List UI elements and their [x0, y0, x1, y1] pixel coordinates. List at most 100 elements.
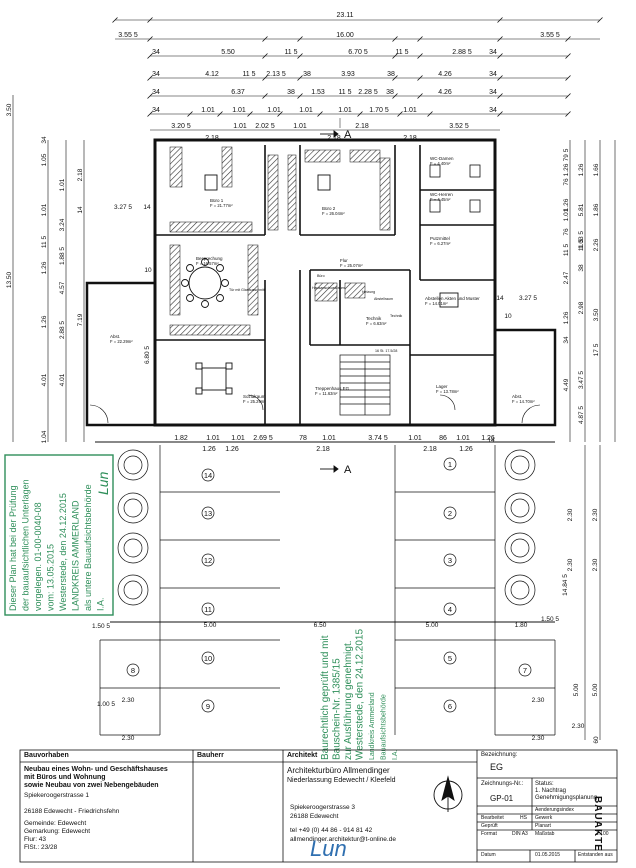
architect-branch: Niederlassung Edewecht / Kleefeld — [287, 777, 396, 784]
flurstueck: FlSt.: 23/28 — [24, 844, 58, 851]
title-block-frame — [19, 749, 618, 863]
stair-label: 16 St. 17.5/28 — [375, 349, 397, 353]
dim-left: 4.01 — [41, 373, 48, 386]
dim-row5: 1.01 — [338, 107, 352, 114]
dim-bottom1: 1.01 — [206, 435, 220, 442]
project-city: 26188 Edewecht - Friedrichsfehn — [24, 808, 120, 815]
dim-left: 2.88 5 — [59, 321, 66, 339]
room-name: Büro 1 — [210, 198, 224, 203]
dim-bottom2: 1.26 — [225, 446, 239, 453]
dim-row6: 2.18 — [355, 123, 369, 130]
parking-number: 4 — [448, 605, 452, 614]
dim-left: 1.88 5 — [59, 247, 66, 265]
datum-label: Datum — [481, 852, 496, 858]
dim-bottom1: 1.01 — [408, 435, 422, 442]
dim-row4: 1.53 — [311, 89, 325, 96]
dim-left: 1.01 — [59, 178, 66, 191]
room-name: Technik — [366, 316, 382, 321]
room-name: WC-Herren — [430, 192, 453, 197]
dim-right: 3.47 5 — [578, 371, 585, 389]
stamp-center-line: Westerstede, den 24.12.2015 — [355, 629, 366, 760]
dim-row4: 38 — [287, 89, 295, 96]
dim-right: 1.26 — [563, 198, 570, 211]
building-walls — [85, 118, 557, 473]
stamp-center-line: Bauschein-Nr. 1385/15 — [332, 658, 343, 760]
stamp-left-line: vorgelegen. 01-00-0040-08 — [33, 502, 43, 611]
project-line-2: mit Büros und Wohnung — [24, 774, 106, 781]
stamp-left-line: LANDKREIS AMMERLAND — [71, 500, 81, 611]
row-gewerk-value: - — [600, 815, 602, 821]
dim-left: 2.18 — [77, 168, 84, 181]
dim-misc: 14 — [487, 437, 495, 444]
stamp-left-line: als untere Bauaufsichtsbehörde — [83, 484, 93, 611]
dim-bottom2: 2.18 — [316, 446, 330, 453]
room-name: Putzmittel — [430, 236, 450, 241]
dim-right: 2.98 — [578, 301, 585, 314]
dim-left: 1.26 — [41, 315, 48, 328]
parking-number: 9 — [206, 702, 210, 711]
dim-row1: 3.55 5 — [118, 32, 138, 39]
dim-right: 11 5 — [578, 239, 585, 252]
dim-bottom1: 3.74 5 — [368, 435, 388, 442]
stamp-left-line: Westerstede, den 24.12.2015 — [58, 493, 68, 611]
status-line-1: 1. Nachtrag — [535, 788, 567, 794]
row-gewerk-label: Gewerk — [535, 815, 553, 821]
drawing-no-value: GP-01 — [490, 794, 514, 803]
parking-number-circle — [201, 506, 215, 520]
dim-left: 1.04 — [41, 430, 48, 443]
dim-left: 3.50 — [6, 103, 13, 116]
room-name: Abst. — [512, 394, 522, 399]
parking-number-circle — [443, 553, 457, 567]
dim-right: 1.03 5 — [578, 231, 585, 249]
dim-row3: 4.26 — [438, 71, 452, 78]
room-area: F = 11.63m² — [315, 391, 338, 396]
room-area: F = 6.63m² — [366, 321, 387, 326]
label-house-connection: Hausanschlussraum — [312, 286, 345, 290]
gemeinde: Gemeinde: Edewecht — [24, 820, 87, 827]
dim-row3: 34 — [489, 71, 497, 78]
dim-right: 1.26 — [578, 163, 585, 176]
dim-row3: 3.93 — [341, 71, 355, 78]
dim-right: 11 5 — [563, 244, 570, 257]
dim-left: 4.01 — [59, 373, 66, 386]
parking-number: 14 — [204, 471, 212, 480]
parking-number-circle — [443, 651, 457, 665]
parking-number: 2 — [448, 509, 452, 518]
dim-right: 1.66 — [593, 163, 600, 176]
row-bearbeitet-value: HS — [520, 815, 527, 821]
dim-parking: 5.00 — [204, 622, 217, 629]
dim-row5: 1.01 — [299, 107, 313, 114]
datum-value: 01.05.2015 — [535, 852, 561, 858]
dim-row2: 34 — [152, 49, 160, 56]
room-name: Besprechung — [196, 256, 223, 261]
stamp-left-signature: Lun — [95, 471, 111, 495]
parcel-info: Gemeinde: Edewecht Gemarkung: Edewecht F… — [24, 820, 90, 852]
dim-row2: 11 5 — [284, 49, 297, 56]
dim-row4: 34 — [152, 89, 160, 96]
dim-right: 5.81 — [578, 203, 585, 216]
dim-right: 38 — [578, 264, 585, 272]
row-geprueft-label: Geprüft — [481, 823, 498, 829]
dim-row2: 5.50 — [221, 49, 235, 56]
top-dimension-lines — [112, 17, 603, 131]
room-area: F = 13.78m² — [436, 389, 459, 394]
dim-row5: 1.01 — [403, 107, 417, 114]
parking-number: 10 — [204, 654, 212, 663]
dim-parking: 5.00 — [426, 622, 439, 629]
parking-number-circle — [201, 553, 215, 567]
dim-overall: 23.11 — [337, 12, 354, 19]
stamp-center-line: zur Ausführung genehmigt. — [343, 640, 354, 760]
architect-tel: tel +49 (0) 44 86 - 914 81 42 — [290, 827, 373, 834]
stamp-left-line: vom: 13.05.2015 — [46, 544, 56, 611]
room-area: F = 25.29m² — [243, 399, 266, 404]
dim-parking: 5.00 — [592, 683, 599, 696]
stamp-center-line: I.A. — [392, 749, 399, 760]
room-name: Büro 2 — [322, 206, 336, 211]
architect-name: Architekturbüro Allmendinger — [287, 766, 390, 775]
dim-parking: 2.30 — [122, 735, 135, 742]
project-address: Spiekeroogerstrasse 1 — [24, 792, 90, 799]
parking-number: 12 — [204, 556, 212, 565]
